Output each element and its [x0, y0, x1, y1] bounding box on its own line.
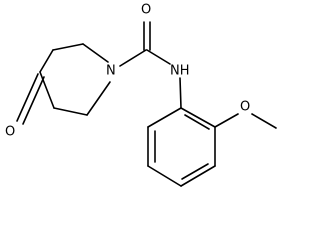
bond-n1-carbonyl-c [119, 49, 147, 67]
methoxy-group [214, 113, 277, 129]
aromatic-inner-bond-bottom [181, 163, 209, 180]
piperidinone-ring [39, 43, 111, 116]
bond-c3-c4 [39, 49, 54, 73]
methoxy-oxygen-label: O [240, 100, 250, 115]
bond-ar3-ar4 [147, 165, 182, 187]
amide-nh-label: NH [170, 64, 190, 79]
bond-methoxy-o-ch3 [251, 113, 277, 129]
bond-c2-c3 [52, 43, 84, 51]
bond-c5-c6 [53, 107, 88, 116]
bond-nh-aryl-c1 [179, 77, 182, 109]
amide-oxygen-label: O [141, 3, 151, 18]
ketone-double-bond-a [16, 73, 39, 122]
bond-n1-c2 [82, 43, 109, 63]
ketone-group [16, 73, 45, 125]
bond-ar6-ar1 [180, 107, 216, 128]
bond-ar1-ar2 [147, 107, 182, 128]
ring-nitrogen-label: N [106, 64, 116, 79]
chemical-structure-diagram: O N O NH O [5, 3, 277, 187]
bond-ar4-ar5 [180, 165, 216, 187]
carbonyl-oxygen-label: O [5, 125, 15, 140]
bond-ar6-methoxy-o [214, 113, 239, 128]
benzene-ring [147, 107, 216, 187]
bond-carbonyl-c-nh [146, 49, 171, 65]
aromatic-inner-bond-top [184, 114, 210, 130]
amide-linkage [119, 21, 182, 109]
ketone-double-bond-b [22, 76, 45, 125]
bond-c4-c5 [39, 71, 55, 109]
bond-c6-n1 [86, 81, 111, 116]
